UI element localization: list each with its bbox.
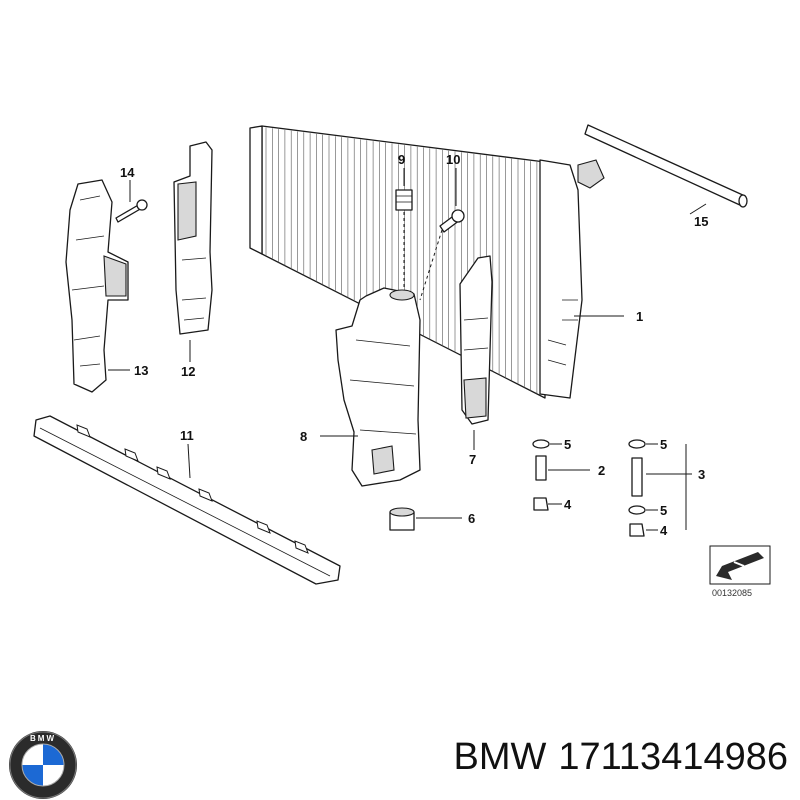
rail-clip (156, 466, 171, 480)
hose-strip-part (584, 124, 748, 208)
mounting-rail-part (33, 415, 341, 585)
callout-1: 1 (636, 309, 643, 324)
callout-11: 11 (180, 428, 194, 443)
drain-plug-stack-right (628, 439, 646, 537)
callout-4-left: 4 (564, 497, 572, 512)
callout-13: 13 (134, 363, 148, 378)
bolt-mount-line (419, 229, 443, 301)
brand-name: BMW (453, 736, 547, 778)
callout-5-left: 5 (564, 437, 571, 452)
rail-clip (198, 488, 213, 502)
callout-3: 3 (698, 467, 705, 482)
rail-clip (294, 540, 309, 554)
callout-5-right-bottom: 5 (660, 503, 667, 518)
brand-row: BMW BMW 17113414986 (0, 706, 800, 800)
screw-part-14 (115, 199, 148, 223)
logo-letters: BMW (30, 734, 56, 743)
rubber-mount-part (389, 507, 415, 531)
callout-8: 8 (300, 429, 307, 444)
drain-plug-stack-left (532, 439, 550, 511)
bmw-logo-icon: BMW (9, 731, 77, 799)
diagram-code: 00132085 (712, 588, 752, 598)
callout-10: 10 (446, 152, 460, 167)
front-direction-indicator (709, 545, 771, 585)
leader-lines (108, 168, 707, 531)
part-number: 17113414986 (558, 736, 788, 778)
callout-5-right-top: 5 (660, 437, 667, 452)
air-duct-part (459, 255, 493, 425)
callout-14: 14 (120, 165, 135, 180)
radiator-part (249, 125, 605, 399)
plug-part-9 (395, 189, 413, 211)
rail-clip (124, 448, 139, 462)
callout-4-right: 4 (660, 523, 668, 538)
expansion-tank-part (335, 287, 421, 487)
callout-2: 2 (598, 463, 605, 478)
callout-6: 6 (468, 511, 475, 526)
part-caption: BMW 17113414986 (453, 736, 788, 779)
callout-9: 9 (398, 152, 405, 167)
callout-7: 7 (469, 452, 476, 467)
callout-12: 12 (181, 364, 195, 379)
bolt-part-10 (439, 209, 465, 233)
callout-15: 15 (694, 214, 708, 229)
left-bracket-part (65, 179, 129, 393)
rail-clip (76, 424, 91, 438)
bracket-part-12 (173, 141, 213, 335)
rail-clip (256, 520, 271, 534)
